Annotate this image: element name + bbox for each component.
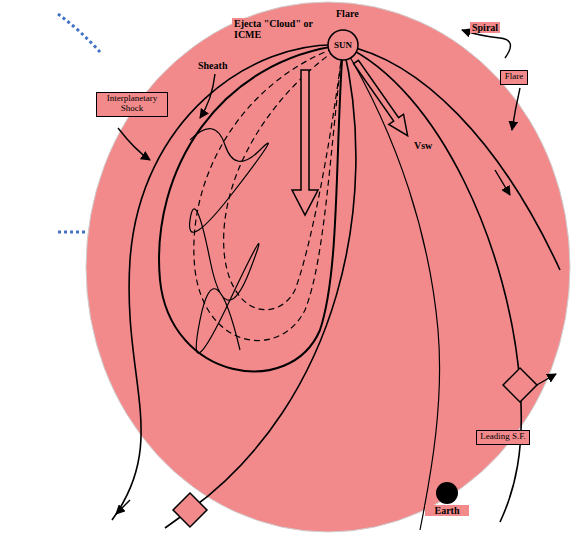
- spiral-label: Spiral: [470, 22, 500, 33]
- flow-arrow: [495, 170, 510, 195]
- leader-arrow: [200, 74, 215, 118]
- hollow-arrow-shape: [349, 57, 415, 141]
- diamond-marker: [503, 368, 537, 402]
- cme-loop: [159, 45, 343, 371]
- node-text: SUN: [327, 39, 359, 51]
- cme-loop: [194, 45, 343, 341]
- leader-arrow: [118, 128, 150, 160]
- leader-arrow: [512, 88, 520, 130]
- wavy-field: [190, 129, 269, 353]
- hollow-arrow: [292, 70, 318, 215]
- field-line: [165, 45, 356, 528]
- node-text: Earth: [425, 505, 469, 516]
- sun-circle-shape: [328, 30, 358, 60]
- field-line: [343, 45, 440, 530]
- earth-dot: Earth: [425, 481, 469, 516]
- leader-arrow: [462, 30, 510, 58]
- velocity-label: Vsw: [412, 140, 434, 151]
- callout-text: Interplanetary Shock: [100, 94, 164, 114]
- sheath-label: Sheath: [196, 60, 229, 71]
- callout-box: Interplanetary Shock: [96, 92, 168, 117]
- callout-text: Flare: [504, 72, 524, 82]
- earth-outline: [425, 481, 469, 505]
- dotted-pointer: [58, 231, 92, 234]
- callout-text: Leading S.F.: [480, 432, 526, 442]
- callout-box: Leading S.F.: [476, 430, 530, 445]
- flare-label: Flare: [334, 8, 361, 19]
- heliosphere-disc: [86, 2, 570, 532]
- arrows: [116, 30, 556, 514]
- callout-box: Flare: [500, 70, 528, 85]
- field-lines: [112, 45, 560, 530]
- sun-circle: SUN: [327, 29, 359, 61]
- diamond-marker: [173, 493, 207, 527]
- dotted-pointer: [58, 14, 100, 52]
- hollow-arrow: [349, 57, 415, 141]
- flow-arrow: [116, 500, 130, 514]
- cme-loop: [224, 45, 343, 310]
- ejecta-label: Ejecta "Cloud" or ICME: [232, 18, 328, 40]
- earth-dot-shape: [436, 482, 458, 504]
